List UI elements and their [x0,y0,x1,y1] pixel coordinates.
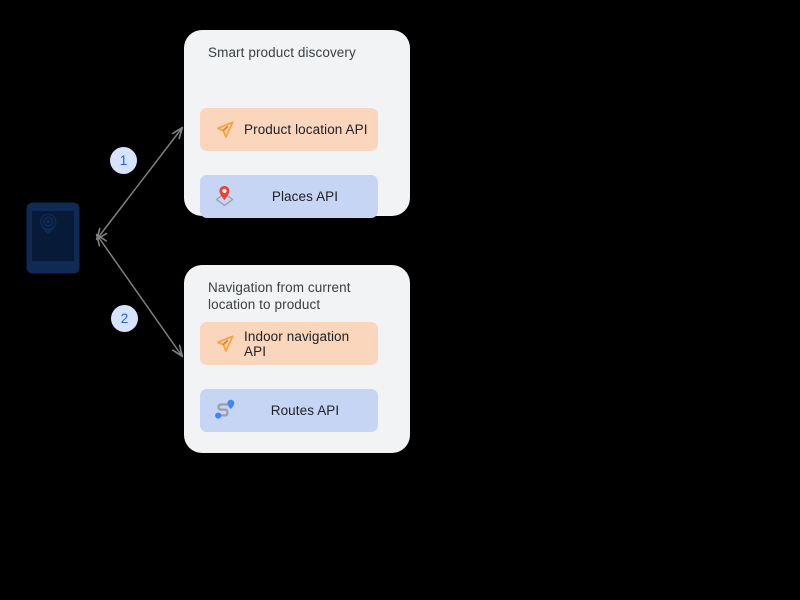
api-pill-label: Indoor navigation API [244,328,350,359]
card-smart-product-discovery[interactable]: Smart product discovery Product location… [184,30,410,218]
map-pin-icon [208,182,242,212]
connector-phone-to-card-2 [97,235,182,356]
step-badge-1-label: 1 [119,153,128,168]
api-pill-routes[interactable]: Routes API [200,389,378,432]
api-pill-indoor-navigation[interactable]: Indoor navigation API [200,322,378,365]
api-pill-label: Product location API [244,122,368,137]
step-badge-1: 1 [110,147,137,174]
route-path-icon [208,396,242,426]
api-pill-product-location[interactable]: Product location API [200,108,378,151]
connector-phone-to-card-1 [97,128,182,239]
mobile-phone-icon [26,202,80,274]
api-pill-label: Places API [271,189,339,204]
card-title: Smart product discovery [208,45,356,60]
card-navigation-to-product[interactable]: Navigation from current location to prod… [184,265,410,453]
api-pill-places[interactable]: Places API [200,175,378,218]
navigation-arrow-icon [208,329,242,359]
card-title: Navigation from current location to prod… [208,280,351,312]
api-pill-label: Routes API [270,403,340,418]
navigation-arrow-icon [208,115,242,145]
step-badge-2: 2 [111,305,138,332]
location-target-icon [39,213,57,235]
step-badge-2-label: 2 [120,311,129,326]
